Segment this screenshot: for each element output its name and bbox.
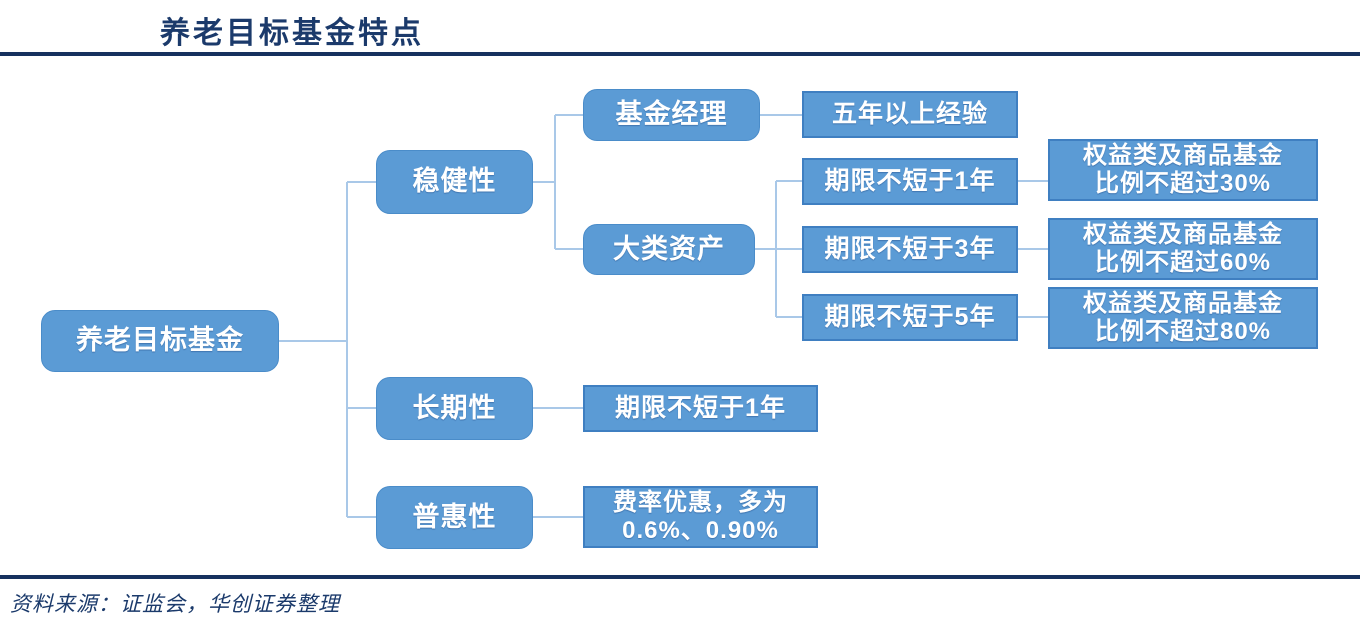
node-long-term-1-year[interactable]: 期限不短于1年 [583, 385, 818, 432]
node-equity-ratio-80[interactable]: 权益类及商品基金 比例不超过80% [1048, 287, 1318, 349]
node-term-3-year[interactable]: 期限不短于3年 [802, 226, 1018, 273]
node-inclusive[interactable]: 普惠性 [376, 486, 533, 549]
node-root[interactable]: 养老目标基金 [41, 310, 279, 372]
node-equity-ratio-30[interactable]: 权益类及商品基金 比例不超过30% [1048, 139, 1318, 201]
node-fee-discount[interactable]: 费率优惠，多为 0.6%、0.90% [583, 486, 818, 548]
node-term-5-year[interactable]: 期限不短于5年 [802, 294, 1018, 341]
node-long-term[interactable]: 长期性 [376, 377, 533, 440]
node-equity-ratio-60[interactable]: 权益类及商品基金 比例不超过60% [1048, 218, 1318, 280]
page-title: 养老目标基金特点 [160, 16, 424, 51]
footer-divider [0, 575, 1360, 579]
node-asset-classes[interactable]: 大类资产 [583, 224, 755, 275]
node-stability[interactable]: 稳健性 [376, 150, 533, 214]
node-five-year-experience[interactable]: 五年以上经验 [802, 91, 1018, 138]
header-divider [0, 52, 1360, 56]
source-note: 资料来源：证监会，华创证券整理 [10, 592, 340, 616]
node-fund-manager[interactable]: 基金经理 [583, 89, 760, 141]
node-term-1-year[interactable]: 期限不短于1年 [802, 158, 1018, 205]
